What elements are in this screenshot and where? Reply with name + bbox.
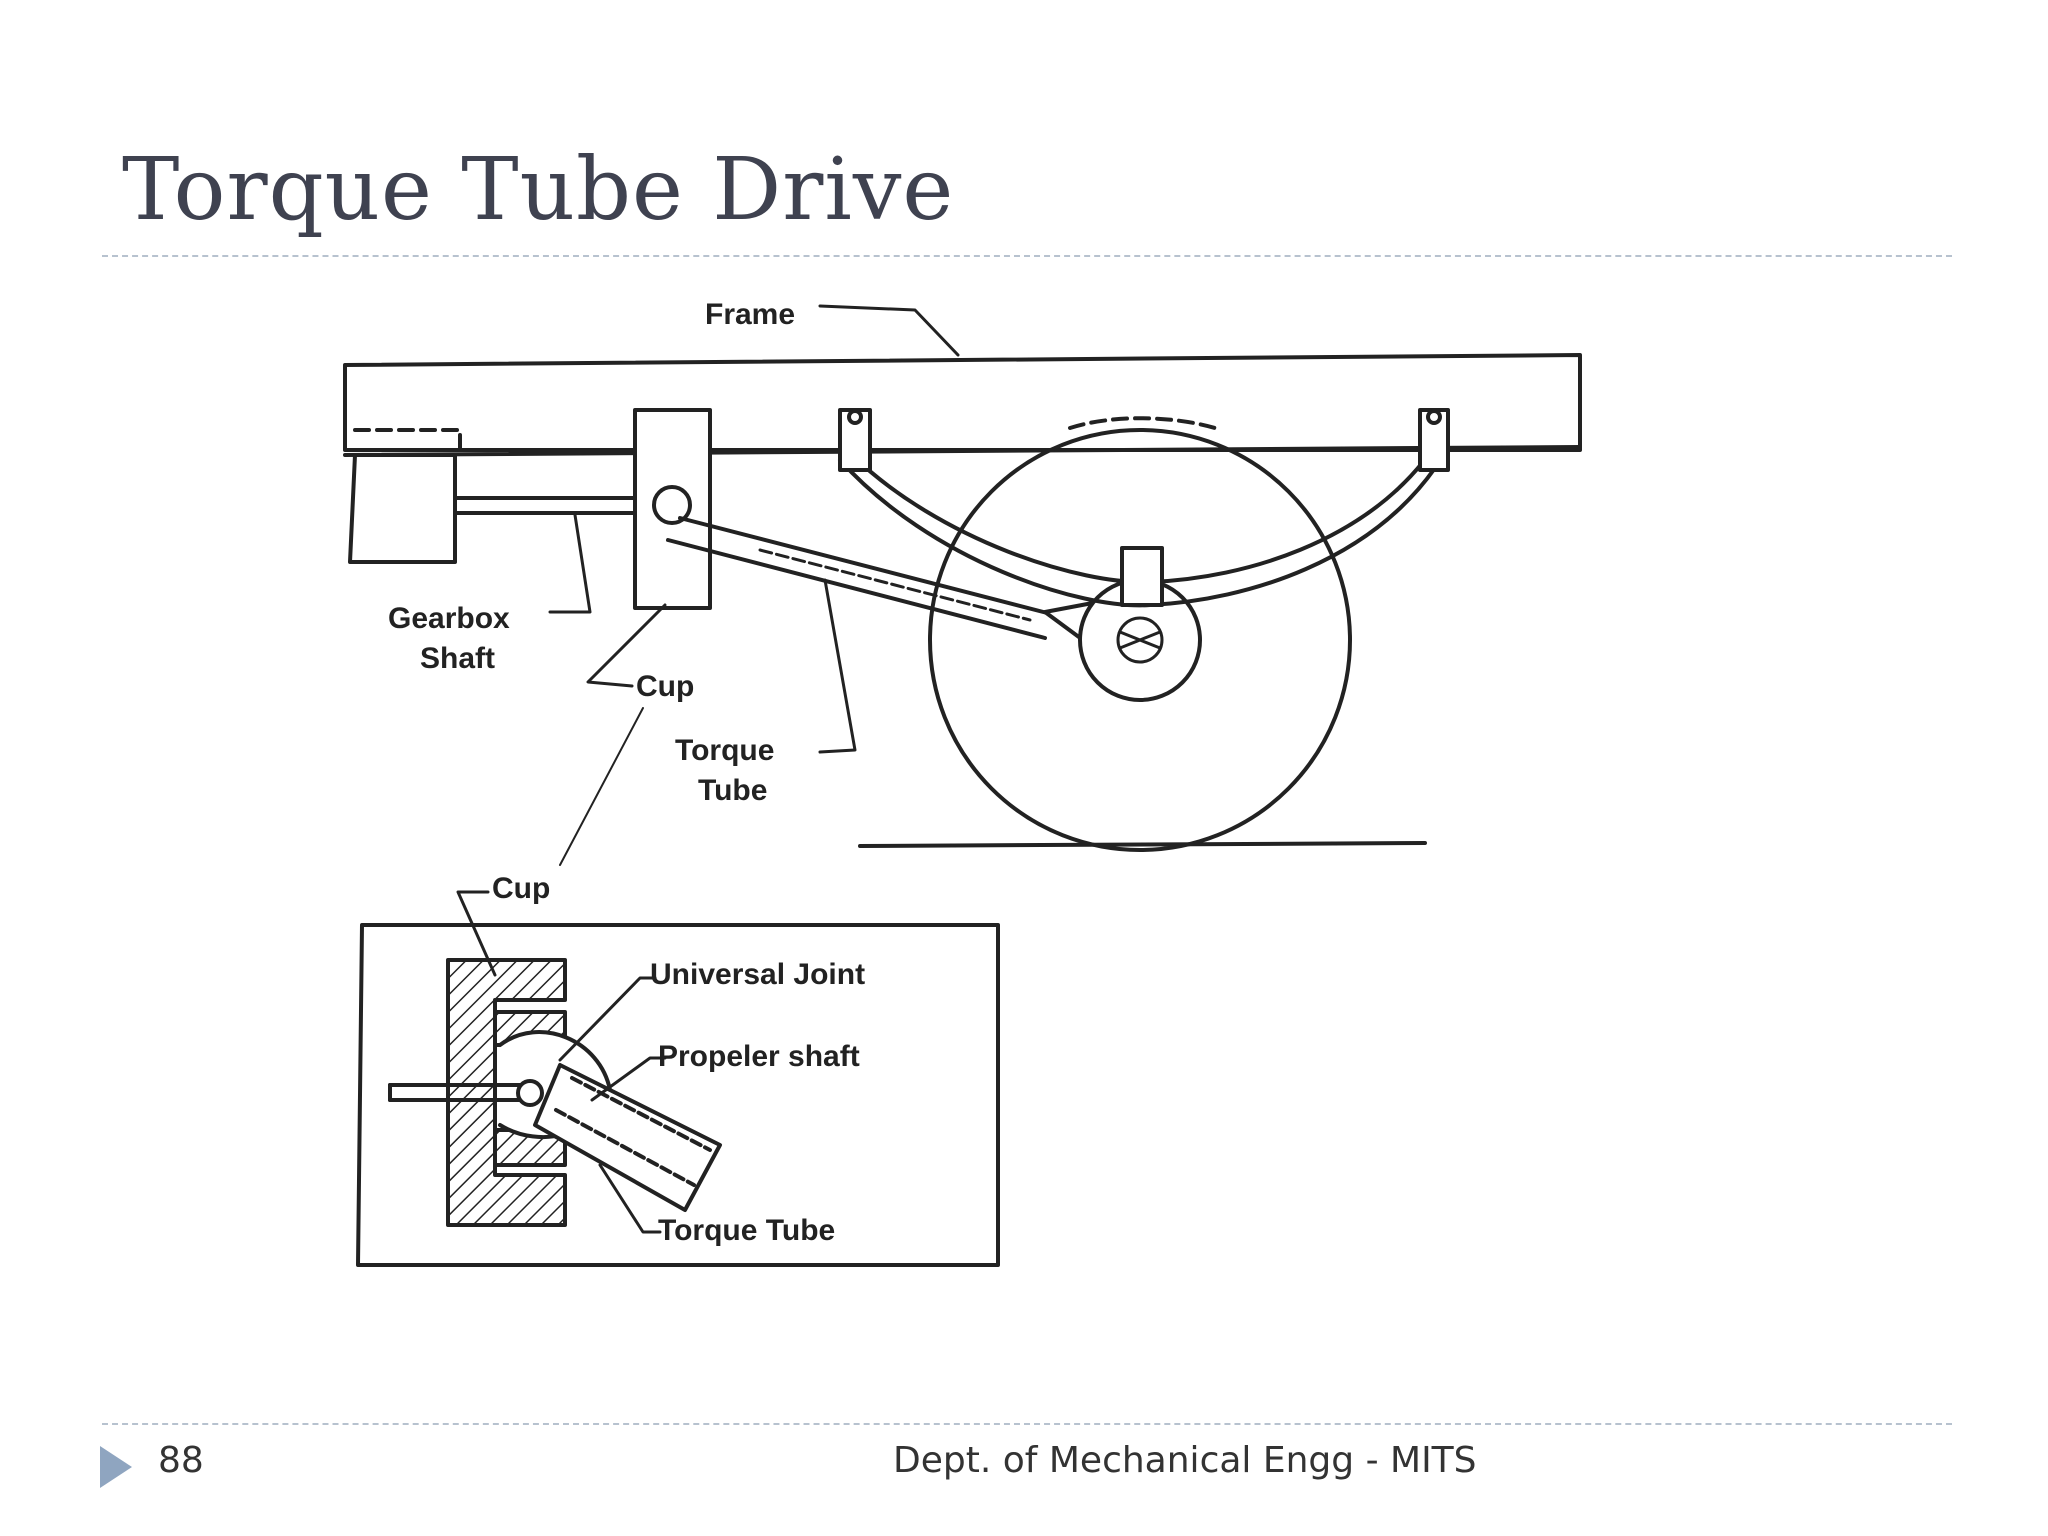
- inset-torque-tube-leader: [598, 1163, 662, 1234]
- inset-cup-leader: [456, 890, 497, 977]
- inset-shaft: [388, 1083, 532, 1102]
- label-inset-torque-tube: Torque Tube: [658, 1214, 835, 1247]
- inset-joint: [516, 1079, 544, 1107]
- axle-center: [1116, 616, 1164, 664]
- rear-wheel: [928, 428, 1352, 852]
- label-universal-joint: Universal Joint: [650, 958, 865, 991]
- label-frame: Frame: [705, 298, 795, 331]
- cup-leader: [586, 603, 667, 688]
- slide-number: 88: [158, 1440, 204, 1481]
- torque-tube: [666, 516, 1057, 640]
- universal-joint-ball: [652, 485, 692, 525]
- frame-leader: [818, 304, 960, 357]
- footer-department: Dept. of Mechanical Engg - MITS: [893, 1440, 1477, 1481]
- label-torque: Torque: [675, 734, 774, 767]
- frame-rail: [343, 353, 1582, 457]
- inset-callout: [559, 707, 644, 866]
- title-divider: [102, 255, 1952, 257]
- label-tube: Tube: [698, 774, 767, 807]
- gearbox-dashed-top: [353, 428, 462, 457]
- label-propeler-shaft: Propeler shaft: [658, 1040, 860, 1073]
- torque-tube-leader: [818, 578, 857, 754]
- propeler-shaft-leader: [590, 1056, 667, 1102]
- label-cup: Cup: [636, 670, 694, 703]
- slide-title: Torque Tube Drive: [122, 140, 955, 240]
- footer-arrow-icon: [100, 1446, 132, 1488]
- gearbox-shaft: [453, 496, 667, 515]
- ground-line: [858, 841, 1427, 848]
- label-gearbox: Gearbox: [388, 602, 510, 635]
- torque-tube-diagram: Frame Gearbox Shaft Cup Torque Tube Cup …: [343, 298, 1582, 1267]
- gearbox-shaft-leader: [548, 513, 592, 614]
- leaf-spring: [838, 408, 1450, 608]
- wheel-top-dashed: [1068, 416, 1217, 430]
- universal-joint-leader: [558, 976, 657, 1062]
- label-shaft: Shaft: [420, 642, 495, 675]
- gearbox: [348, 453, 457, 564]
- inset-torque-tube: [533, 1063, 722, 1212]
- label-inset-cup: Cup: [492, 872, 550, 905]
- footer-divider: [102, 1423, 1952, 1425]
